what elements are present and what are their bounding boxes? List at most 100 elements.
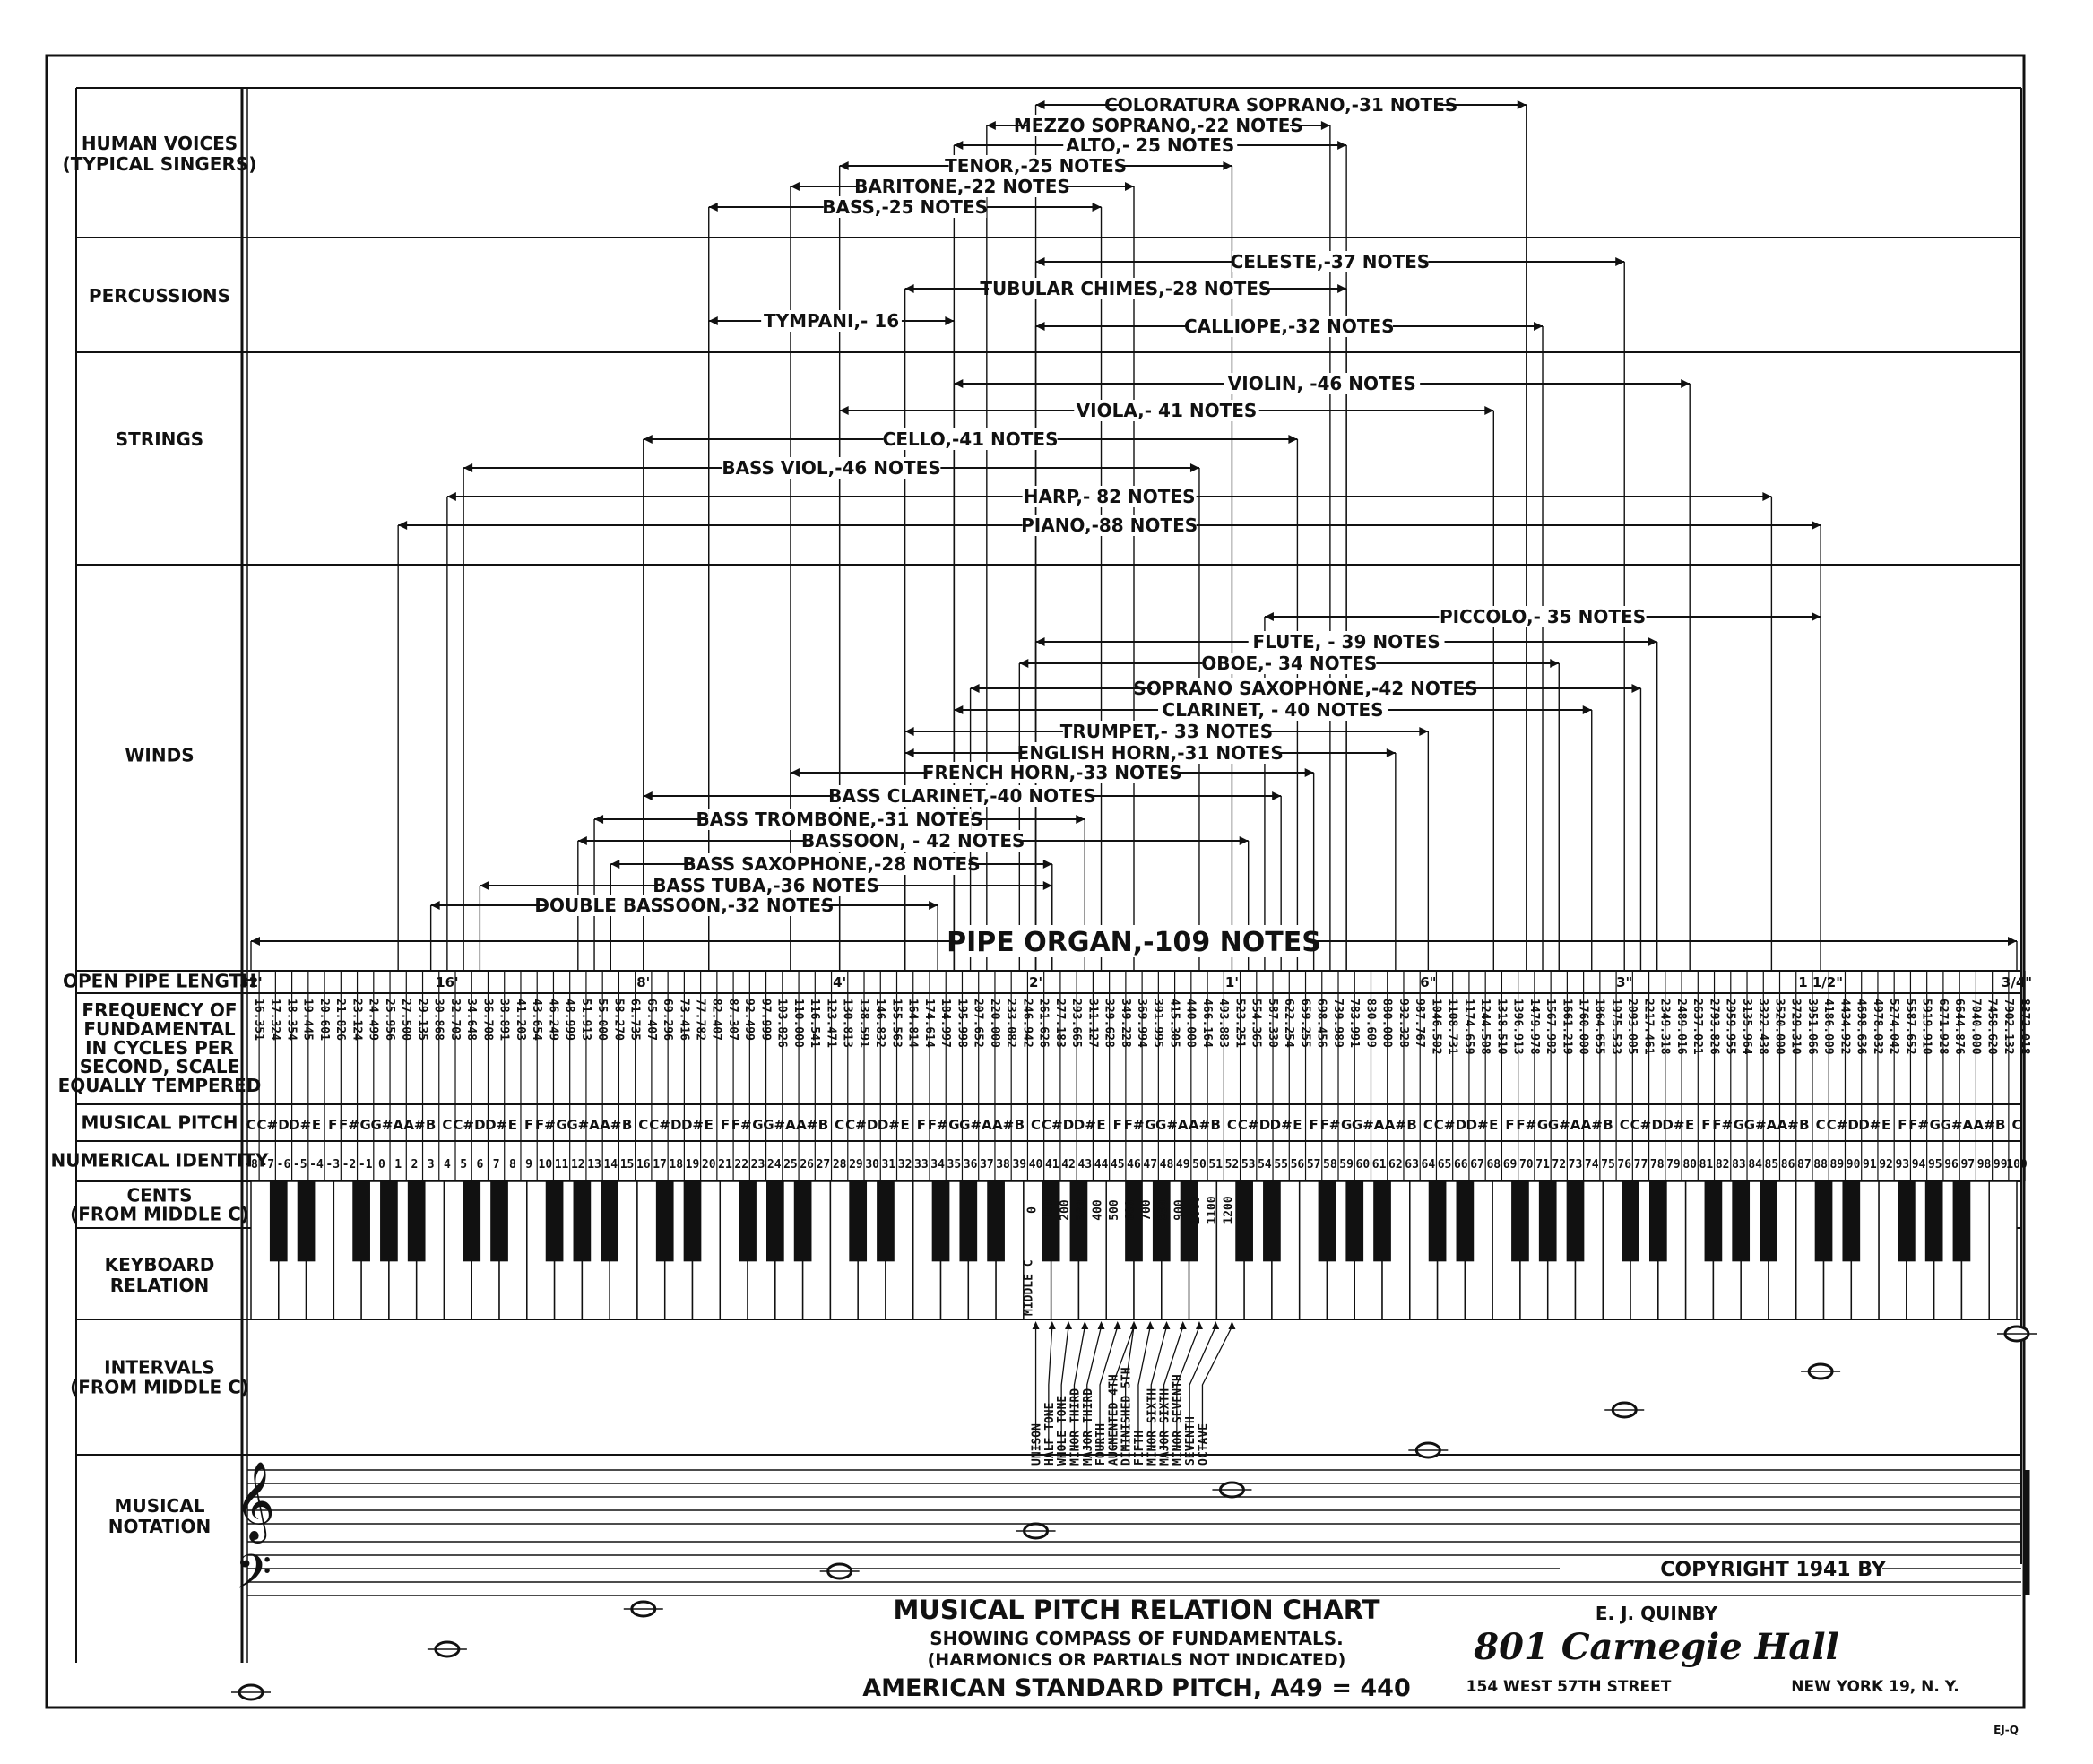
- pipe-length: 4': [833, 974, 846, 990]
- pitch-name: A: [982, 1117, 992, 1133]
- frequency-value: 1396.913: [1511, 999, 1525, 1055]
- pipe-length: 2': [1029, 974, 1042, 990]
- label-frequency: SECOND, SCALE: [80, 1056, 240, 1077]
- interval-leader: [1099, 1326, 1119, 1450]
- numerical-id: 85: [1765, 1158, 1779, 1172]
- pitch-name: D#: [485, 1117, 507, 1133]
- numerical-id: 58: [1323, 1158, 1337, 1172]
- range-label: BASSOON, - 42 NOTES: [801, 830, 1025, 852]
- pitch-name: F#: [1516, 1117, 1536, 1133]
- range-arrow-right: [1386, 748, 1396, 757]
- cents-value: 1100: [1206, 1196, 1219, 1224]
- range-arrow-right: [1272, 791, 1282, 800]
- frequency-value: 783.991: [1347, 999, 1361, 1048]
- interval-name: UNISON: [1031, 1423, 1044, 1466]
- pitch-name: B: [1799, 1117, 1809, 1133]
- numerical-id: 86: [1781, 1158, 1795, 1172]
- cents-value: 600: [1124, 1199, 1137, 1221]
- interval-leader: [1176, 1326, 1200, 1450]
- range-label: TYMPANI,- 16: [764, 310, 899, 332]
- frequency-value: 38.891: [497, 999, 511, 1041]
- range-arrow-right: [1239, 836, 1249, 845]
- black-key: [407, 1181, 426, 1262]
- numerical-id: 97: [1960, 1158, 1975, 1172]
- range-label: BASS TROMBONE,-31 NOTES: [696, 808, 982, 830]
- range-arrow-right: [1631, 684, 1641, 693]
- range-label-bg: [948, 155, 1123, 177]
- frequency-value: 369.994: [1135, 999, 1148, 1048]
- interval-leader: [1073, 1326, 1085, 1450]
- frequency-value: 43.654: [530, 999, 543, 1041]
- frequency-value: 92.499: [742, 999, 756, 1041]
- pitch-name: G: [752, 1117, 763, 1133]
- frequency-value: 233.082: [1004, 999, 1017, 1048]
- interval-name: DIMINISHED 5TH: [1120, 1367, 1134, 1466]
- range-arrow-right: [1762, 492, 1772, 501]
- range-label-bg: [708, 808, 972, 830]
- pitch-name: C#: [1434, 1117, 1456, 1133]
- numerical-id: 56: [1291, 1158, 1305, 1172]
- range-arrow-right: [1189, 463, 1199, 472]
- label-open-pipe-length: OPEN PIPE LENGTH: [63, 970, 256, 991]
- interval-name: SEVENTH: [1184, 1416, 1198, 1466]
- frequency-value: 5587.652: [1903, 999, 1916, 1055]
- numerical-id: 7: [493, 1158, 500, 1172]
- pitch-name: G: [1734, 1117, 1744, 1133]
- black-key: [269, 1181, 288, 1262]
- range-arrow-right: [945, 316, 955, 325]
- numerical-id: -8: [244, 1158, 258, 1172]
- black-key: [1952, 1181, 1971, 1262]
- frequency-value: 6644.876: [1952, 999, 1966, 1055]
- pitch-name: A#: [1189, 1117, 1210, 1133]
- frequency-value: 8372.018: [2018, 999, 2031, 1055]
- frequency-value: 7040.000: [1968, 999, 1982, 1055]
- range-label: FRENCH HORN,-33 NOTES: [922, 762, 1182, 783]
- range-label-bg: [1232, 251, 1429, 272]
- cents-value: 900: [1173, 1199, 1187, 1221]
- frequency-value: 2959.955: [1724, 999, 1737, 1055]
- range-winds-16: PICCOLO,- 35 NOTES: [1264, 606, 1821, 971]
- pitch-name: D#: [1270, 1117, 1293, 1133]
- range-label: BASS CLARINET,-40 NOTES: [828, 785, 1096, 807]
- pitch-name: G#: [763, 1117, 785, 1133]
- range-label-bg: [1152, 678, 1459, 699]
- numerical-id: 14: [603, 1158, 618, 1172]
- numerical-id: 95: [1928, 1158, 1942, 1172]
- pipe-length: 3": [1616, 974, 1632, 990]
- range-label: ALTO,- 25 NOTES: [1066, 134, 1234, 156]
- numerical-id: 28: [833, 1158, 847, 1172]
- author-address: 801 Carnegie Hall: [1473, 1626, 1838, 1668]
- range-label-bg: [1202, 653, 1377, 674]
- black-key: [877, 1181, 895, 1262]
- frequency-value: 103.826: [775, 999, 789, 1048]
- range-label-bg: [547, 895, 822, 916]
- numerical-id: 67: [1470, 1158, 1484, 1172]
- label-frequency: FREQUENCY OF: [82, 999, 237, 1021]
- pitch-name: D#: [1858, 1117, 1881, 1133]
- pitch-name: C#: [649, 1117, 670, 1133]
- black-key: [1318, 1181, 1336, 1262]
- copyright-bg: [1560, 1561, 1882, 1581]
- frequency-value: 1174.659: [1462, 999, 1475, 1055]
- interval-leader: [1086, 1326, 1103, 1450]
- pitch-name: G: [1930, 1117, 1941, 1133]
- numerical-id: 17: [653, 1158, 667, 1172]
- range-arrow-right: [1582, 705, 1592, 714]
- numerical-id: 18: [669, 1158, 683, 1172]
- frequency-value: 440.000: [1184, 999, 1198, 1048]
- range-label: MEZZO SOPRANO,-22 NOTES: [1014, 115, 1303, 136]
- interval-arrow: [1212, 1321, 1220, 1329]
- chart-title: MUSICAL PITCH RELATION CHART: [893, 1595, 1379, 1625]
- range-arrow-left: [594, 815, 604, 824]
- range-label: CLARINET, - 40 NOTES: [1163, 699, 1384, 721]
- frequency-value: 138.591: [857, 999, 870, 1048]
- range-arrow-left: [970, 684, 980, 693]
- pitch-name: D#: [1466, 1117, 1489, 1133]
- pitch-name: D: [1847, 1117, 1858, 1133]
- numerical-id: 6: [476, 1158, 483, 1172]
- frequency-value: 554.365: [1250, 999, 1263, 1048]
- range-arrow-left: [954, 705, 964, 714]
- range-arrow-right: [1320, 121, 1330, 130]
- range-arrow-right: [1484, 406, 1494, 415]
